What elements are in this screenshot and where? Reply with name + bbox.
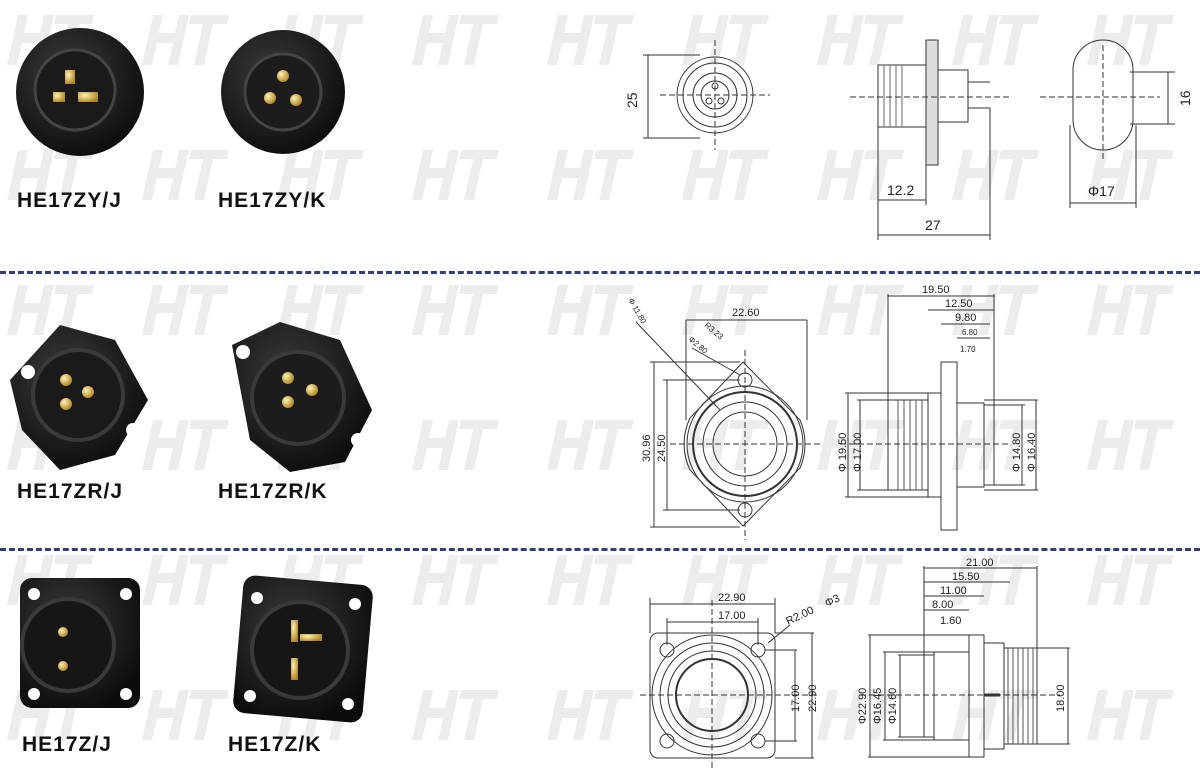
- model-label: HE17Z/K: [228, 733, 322, 756]
- dim-flange-thickness: 1.70: [960, 345, 976, 354]
- dim-len-2: 12.50: [945, 298, 973, 310]
- dim-total-length: 27: [925, 217, 941, 233]
- dim-len-3: 11.00: [940, 585, 967, 597]
- drawing-he17zr: 22.60 30.96 24.50 Φ 11.80 R3.23 Φ2.80 19…: [626, 284, 1038, 540]
- dim-d-rear: Φ14.60: [887, 688, 899, 724]
- dim-d-body: Φ16.45: [872, 688, 884, 724]
- connector-photo-he17zr-j: [10, 325, 148, 470]
- dim-flange-offset: 12.2: [887, 182, 914, 198]
- dim-inner-diameter: Φ 11.80: [626, 297, 648, 326]
- model-label: HE17ZR/K: [218, 480, 328, 503]
- dim-hole-radius: R3.23: [703, 321, 726, 342]
- dim-height: 30.96: [641, 434, 653, 462]
- dim-v-width: 22.90: [807, 684, 819, 712]
- dim-end-diameter: Φ17: [1088, 183, 1115, 199]
- dim-corner-radius: R2.00: [784, 604, 816, 627]
- dim-len-total: 21.00: [966, 557, 994, 569]
- dim-height: 25: [624, 92, 640, 108]
- dim-thread-id: Φ 17.00: [852, 433, 864, 472]
- dim-rear-d2: Φ 16.40: [1026, 433, 1038, 472]
- connector-photo-he17zy-k: [221, 30, 345, 154]
- dim-width: 22.60: [732, 307, 760, 319]
- dim-len-4: 6.80: [962, 328, 978, 337]
- dim-thread: 18.00: [1055, 684, 1067, 712]
- connector-photo-he17zr-k: [232, 322, 372, 472]
- connector-photo-he17z-k: [233, 575, 373, 723]
- dim-d-flange: Φ22.90: [857, 688, 869, 724]
- dim-len-2: 15.50: [952, 571, 980, 583]
- dim-thread-od: Φ 19.50: [837, 433, 849, 472]
- dim-hole-spacing: 24.50: [656, 434, 668, 462]
- drawing-he17z: 22.90 17.00 R2.00 Φ3 17.00 22.90 21.00 1…: [640, 557, 1070, 770]
- dim-flange-width: 22.90: [718, 592, 746, 604]
- dim-rear-d1: Φ 14.80: [1011, 433, 1023, 472]
- model-label: HE17ZY/K: [218, 189, 327, 212]
- dim-hole-diameter: Φ2.80: [687, 335, 710, 356]
- dim-hole-diameter: Φ3: [823, 593, 842, 610]
- dim-hole-spacing: 17.00: [718, 610, 746, 622]
- section-divider: [0, 548, 1200, 551]
- model-label: HE17ZR/J: [17, 480, 124, 503]
- dim-len-total: 19.50: [922, 284, 950, 296]
- dim-len-4: 8.00: [932, 599, 953, 611]
- model-label: HE17Z/J: [22, 733, 112, 756]
- section-divider: [0, 271, 1200, 274]
- dim-end-height: 16: [1177, 90, 1193, 106]
- dim-len-3: 9.80: [955, 312, 976, 324]
- model-label: HE17ZY/J: [17, 189, 122, 212]
- connector-photo-he17z-j: [20, 578, 140, 708]
- dim-flange-thickness: 1.60: [940, 615, 961, 627]
- connector-photo-he17zy-j: [16, 28, 144, 156]
- dim-v-spacing: 17.00: [790, 684, 802, 712]
- drawing-he17zy: 25 12.2 27 16 Φ17: [624, 39, 1193, 240]
